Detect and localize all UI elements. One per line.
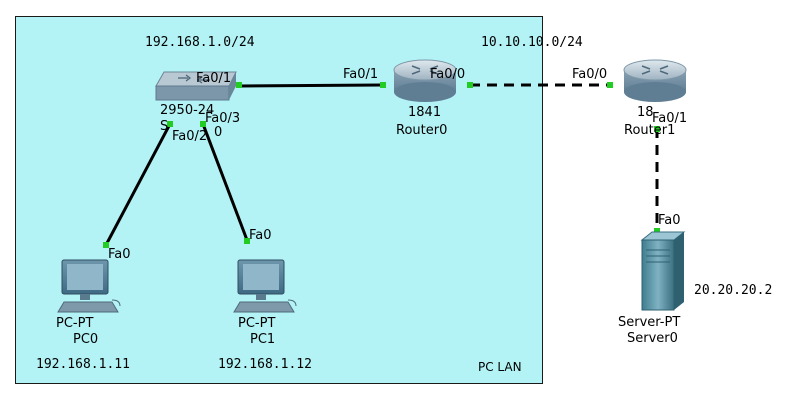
server0-model-label: Server-PT — [618, 315, 681, 330]
port-label-sw-fa01: Fa0/1 — [196, 71, 232, 86]
pc-icon[interactable] — [233, 259, 297, 313]
router-icon[interactable] — [393, 59, 457, 102]
port-light-sw-fa02 — [167, 121, 173, 127]
port-lights — [103, 82, 660, 248]
pc1-name-label: PC1 — [250, 332, 276, 347]
port-label-r0-fa00: Fa0/0 — [430, 67, 466, 82]
link-switch-router0[interactable] — [239, 83, 385, 88]
switch-icon[interactable] — [155, 71, 237, 101]
server-icon[interactable] — [640, 231, 686, 311]
switch-name-label-head: S — [160, 119, 169, 134]
port-light-pc1 — [244, 238, 250, 244]
port-light-r0-fa01 — [380, 82, 386, 88]
pc0-name-label: PC0 — [73, 332, 99, 347]
port-light-srv — [654, 228, 660, 234]
port-label-sw-fa03: Fa0/3 — [205, 111, 241, 126]
link-switch-pc1[interactable] — [201, 123, 249, 241]
port-label-pc0: Fa0 — [108, 247, 131, 262]
port-label-sw-fa02: Fa0/2 — [172, 129, 208, 144]
port-light-pc0 — [103, 242, 109, 248]
port-light-sw-fa03 — [200, 121, 206, 127]
port-label-r0-fa01: Fa0/1 — [343, 67, 379, 82]
links — [104, 83, 659, 246]
pc1-model-label: PC-PT — [238, 316, 276, 331]
lan-network-label: 192.168.1.0/24 — [145, 35, 255, 50]
switch-model-label: 2950-24 — [160, 103, 215, 118]
port-label-r1-fa00: Fa0/0 — [572, 67, 608, 82]
port-light-r0-fa00 — [467, 82, 473, 88]
router0-name-label: Router0 — [396, 123, 448, 138]
server0-name-label: Server0 — [627, 331, 678, 346]
zone-name-label: PC LAN — [478, 360, 522, 374]
port-light-r1-fa00 — [607, 82, 613, 88]
port-light-r1-fa01 — [654, 126, 660, 132]
pc-icon[interactable] — [57, 259, 121, 313]
router1-model-label: 18 — [637, 105, 654, 120]
router0-model-label: 1841 — [408, 105, 442, 120]
port-label-r1-fa01: Fa0/1 — [652, 111, 688, 126]
pc0-model-label: PC-PT — [56, 316, 94, 331]
pc0-ip-label: 192.168.1.11 — [36, 357, 130, 372]
port-label-pc1: Fa0 — [249, 228, 272, 243]
switch-name-label-tail: 0 — [214, 125, 223, 140]
server-ip-label: 20.20.20.2 — [694, 283, 773, 298]
router1-name-label: Router1 — [624, 123, 676, 138]
link-switch-pc0[interactable] — [104, 123, 172, 246]
port-light-sw-fa01 — [236, 82, 242, 88]
router-icon[interactable] — [623, 59, 687, 102]
pc1-ip-label: 192.168.1.12 — [218, 357, 312, 372]
port-label-srv: Fa0 — [658, 213, 681, 228]
wan-network-label: 10.10.10.0/24 — [481, 35, 583, 50]
